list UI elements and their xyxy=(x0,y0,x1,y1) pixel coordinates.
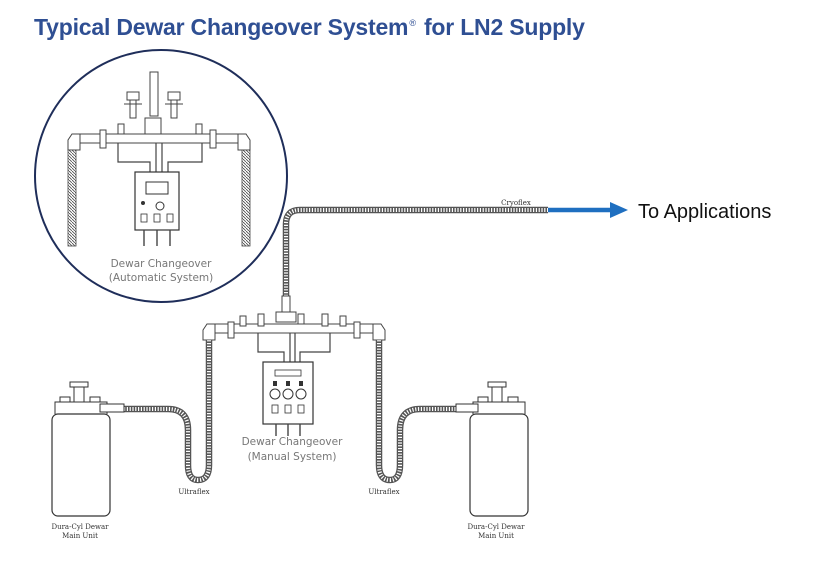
inset-gauge-icon xyxy=(155,201,165,211)
manual-gauge-center-icon xyxy=(282,388,294,400)
inset-relief-valves xyxy=(124,91,183,119)
right-dewar-label-line2: Main Unit xyxy=(478,532,514,540)
to-applications-label: To Applications xyxy=(638,201,771,223)
cryoflex-label: Cryoflex xyxy=(501,199,531,207)
manual-manifold xyxy=(214,323,374,334)
left-dewar-label-line1: Dura-Cyl Dewar xyxy=(51,523,109,531)
manual-label-line2: (Manual System) xyxy=(248,451,337,463)
ultraflex-left: Ultraflex xyxy=(124,340,213,496)
inset-label-line1: Dewar Changeover xyxy=(111,258,213,270)
title-main: Typical Dewar Changeover System xyxy=(34,14,409,40)
ultraflex-left-label: Ultraflex xyxy=(178,488,209,496)
cryoflex-hose xyxy=(282,206,548,296)
inset-left-hose xyxy=(67,149,77,247)
right-dewar: Dura-Cyl Dewar Main Unit xyxy=(455,381,529,540)
manual-label-line1: Dewar Changeover xyxy=(242,436,344,448)
registered-mark: ® xyxy=(409,18,416,28)
right-dewar-body xyxy=(469,413,529,517)
title-suffix: for LN2 Supply xyxy=(417,14,585,40)
right-dewar-label-line1: Dura-Cyl Dewar xyxy=(467,523,525,531)
left-dewar: Dura-Cyl Dewar Main Unit xyxy=(51,381,125,540)
manual-gauge-right-icon xyxy=(295,388,307,400)
left-dewar-body xyxy=(51,413,111,517)
inset-display xyxy=(145,181,169,195)
ultraflex-right-label: Ultraflex xyxy=(368,488,399,496)
left-dewar-label-line2: Main Unit xyxy=(62,532,98,540)
to-applications-arrow xyxy=(548,202,628,218)
manual-system: Dewar Changeover (Manual System) xyxy=(202,295,386,463)
cryoflex-line: Cryoflex xyxy=(282,199,548,296)
page-title: Typical Dewar Changeover System® for LN2… xyxy=(34,14,585,41)
ultraflex-right: Ultraflex xyxy=(368,340,464,496)
inset-label-line2: (Automatic System) xyxy=(109,272,214,284)
inset-right-hose xyxy=(241,149,251,247)
manual-gauge-left-icon xyxy=(269,388,281,400)
automatic-system-inset: Dewar Changeover (Automatic System) xyxy=(34,49,288,303)
